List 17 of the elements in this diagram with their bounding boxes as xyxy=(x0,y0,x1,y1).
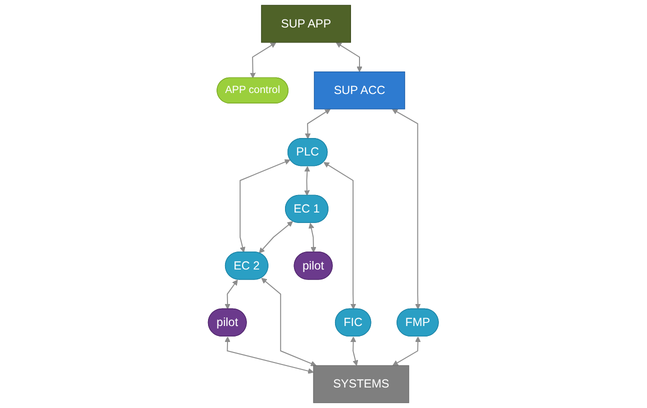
arrow xyxy=(250,42,276,78)
arrow xyxy=(304,166,310,196)
arrow xyxy=(261,278,317,366)
arrow xyxy=(308,222,317,253)
arrow xyxy=(336,42,363,72)
arrow xyxy=(240,159,291,253)
arrow xyxy=(224,336,314,374)
arrow xyxy=(259,221,294,254)
arrow xyxy=(305,108,331,139)
node-box: SYSTEMS xyxy=(313,365,410,404)
arrow xyxy=(324,162,356,310)
arrow xyxy=(350,336,358,366)
arrow xyxy=(392,108,421,310)
node-box: SUP ACC xyxy=(314,71,406,110)
node-box: SUP APP xyxy=(261,4,352,43)
arrow xyxy=(224,280,238,310)
arrow xyxy=(392,336,421,366)
